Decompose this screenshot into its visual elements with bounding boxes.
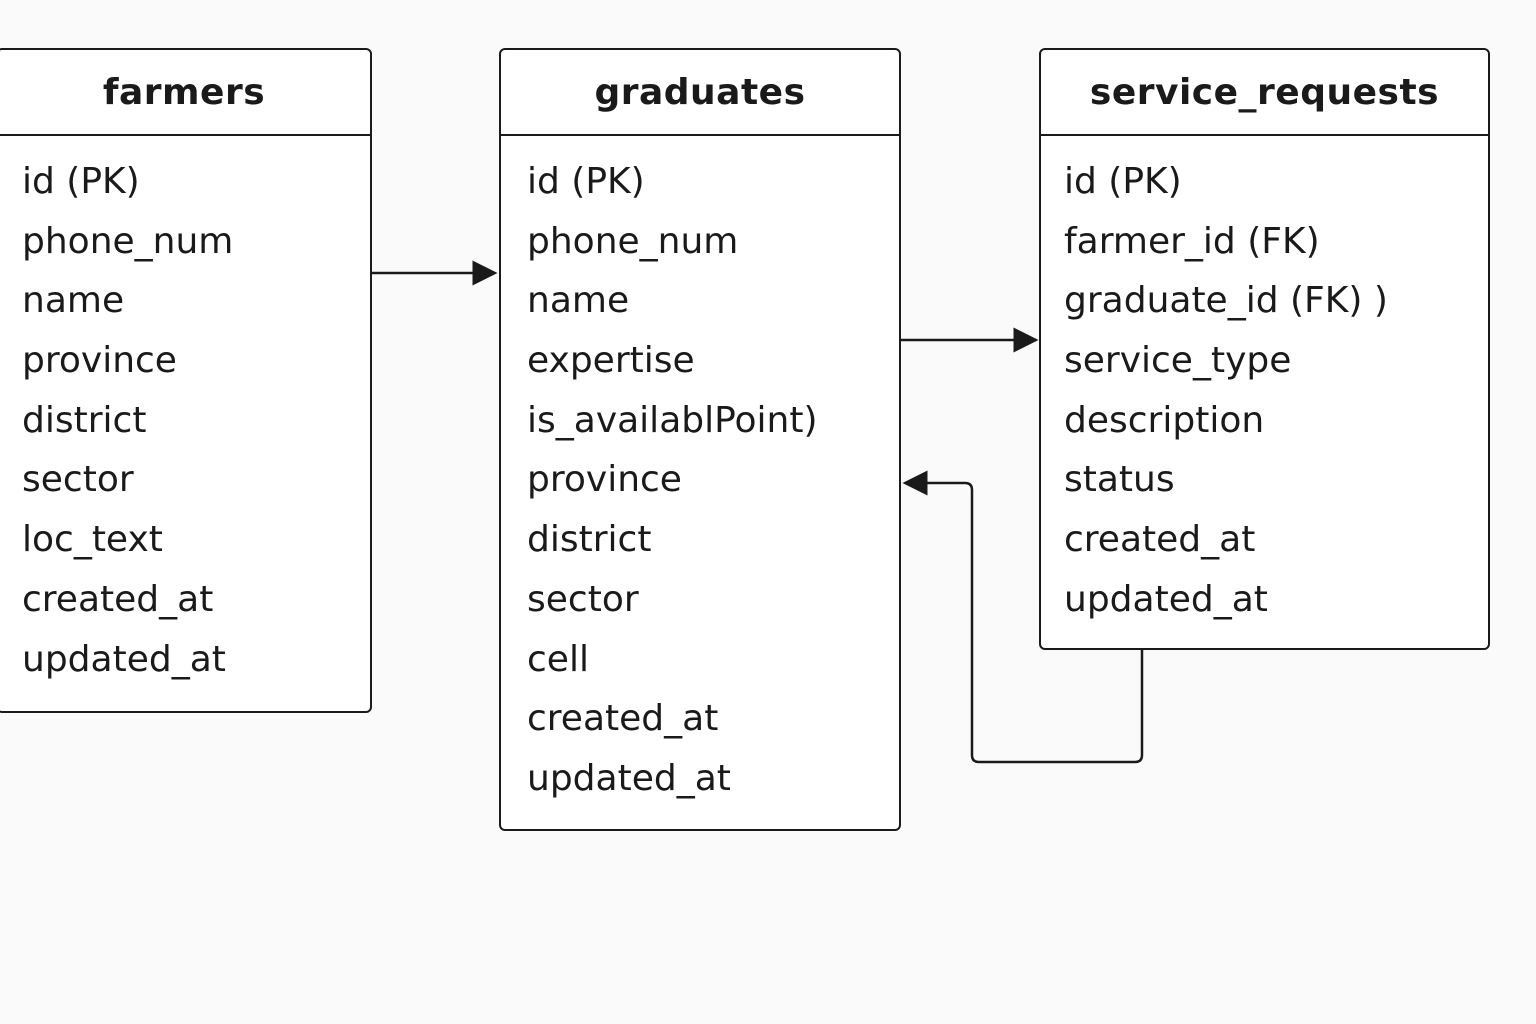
field: created_at (22, 578, 214, 620)
table-graduates: graduates id (PK) phone_num name experti… (499, 48, 901, 831)
table-title: farmers (0, 50, 370, 136)
field-list: id (PK) farmer_id (FK) graduate_id (FK) … (1041, 136, 1488, 636)
field-list: id (PK) phone_num name expertise is_avai… (501, 136, 899, 815)
field: status (1064, 459, 1175, 501)
field: service_type (1064, 340, 1292, 382)
field: updated_at (527, 757, 731, 799)
field: district (527, 519, 652, 561)
field: loc_text (22, 519, 163, 561)
table-title: service_requests (1041, 50, 1488, 136)
table-title: graduates (501, 50, 899, 136)
field: sector (22, 459, 134, 501)
field: created_at (1064, 519, 1256, 561)
field: district (22, 399, 147, 441)
table-farmers: farmers id (PK) phone_num name province … (0, 48, 372, 713)
field: phone_num (22, 220, 234, 262)
field: created_at (527, 698, 719, 740)
field: sector (527, 578, 639, 620)
field: updated_at (22, 638, 226, 680)
field-list: id (PK) phone_num name province district… (0, 136, 370, 695)
field: cell (527, 638, 589, 680)
field: id (PK) (1064, 161, 1182, 202)
field: expertise (527, 340, 695, 382)
field: province (527, 459, 682, 501)
field: province (22, 340, 177, 382)
field: id (PK) (22, 161, 140, 202)
field: name (22, 280, 125, 322)
field: name (527, 280, 630, 322)
field: id (PK) (527, 161, 645, 202)
field: description (1064, 399, 1265, 441)
field: updated_at (1064, 578, 1268, 620)
field: graduate_id (FK) ) (1064, 280, 1388, 322)
field: phone_num (527, 220, 739, 262)
field: is_availablPoint) (527, 399, 818, 441)
field: farmer_id (FK) (1064, 220, 1320, 262)
table-service-requests: service_requests id (PK) farmer_id (FK) … (1039, 48, 1490, 650)
